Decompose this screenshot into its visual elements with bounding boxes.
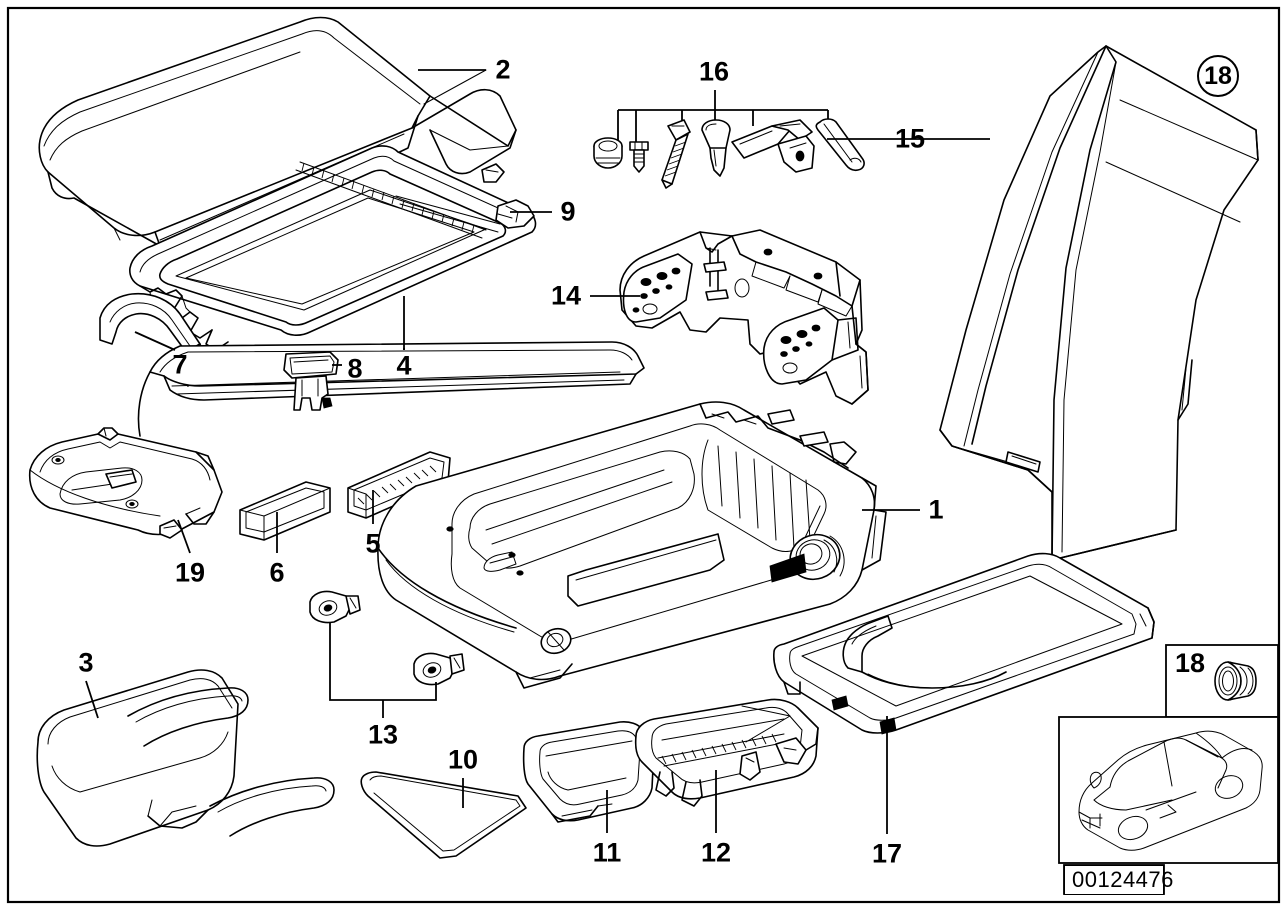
callout-10: 10 [447, 744, 479, 775]
part-9-lid-frame-assembly [129, 145, 537, 351]
callout-3: 3 [78, 647, 94, 678]
fastener-long-screw [661, 119, 691, 189]
callout-15: 15 [894, 123, 926, 154]
part-4-lid-trim-strip [137, 341, 645, 437]
callout-14: 14 [550, 280, 582, 311]
callout-1: 1 [928, 494, 944, 525]
part-12-storage-tray-large [634, 698, 819, 807]
part-8-retaining-clip [283, 351, 339, 411]
part-11-storage-tray-small [522, 721, 655, 823]
console-pivot-boss [540, 627, 572, 655]
callout-17: 17 [871, 838, 903, 869]
drawing-number: 00124476 [1064, 865, 1173, 896]
vehicle-silhouette-drawing [1078, 730, 1263, 851]
callout-leaders [85, 69, 990, 834]
part-15-rear-console-cover-panel [939, 45, 1259, 561]
callout-18-circled: 18 [1197, 55, 1239, 97]
callout-4: 4 [396, 350, 412, 381]
grommet-bushing-drawing [1214, 661, 1257, 701]
callout-11: 11 [592, 837, 622, 868]
callout-9: 9 [560, 196, 576, 227]
callout-19: 19 [174, 557, 206, 588]
fastener-hex-bolt [629, 141, 649, 173]
part-3-rear-armrest-pad [36, 669, 335, 847]
part-17-console-floor-tray [773, 552, 1155, 735]
rivet-lower [413, 652, 465, 686]
part-6-trim-insert-left [239, 481, 331, 541]
fastener-push-pin [701, 119, 731, 177]
part-16-fastener-kit [593, 90, 865, 189]
part-13-expanding-rivet-set [309, 590, 465, 718]
callout-2: 2 [495, 54, 511, 85]
part-10-floor-mat-insert [360, 771, 527, 859]
inset-group [1058, 644, 1279, 895]
callout-13: 13 [367, 719, 399, 750]
callout-6: 6 [269, 557, 285, 588]
rivet-upper [309, 590, 361, 624]
fastener-rod [815, 118, 865, 172]
callout-18-inset: 18 [1175, 648, 1206, 678]
callout-5: 5 [365, 528, 381, 559]
fastener-cap [593, 137, 623, 169]
callout-12: 12 [700, 837, 732, 868]
part-1-center-console-body [377, 401, 887, 689]
diagram-border [6, 6, 1281, 904]
callout-7: 7 [172, 349, 188, 380]
part-19-front-console-trim [28, 427, 223, 539]
part-14-console-mounting-bracket [619, 229, 869, 405]
callout-8: 8 [347, 353, 363, 384]
callout-16: 16 [698, 56, 730, 87]
fastener-metal-clip [731, 119, 815, 173]
